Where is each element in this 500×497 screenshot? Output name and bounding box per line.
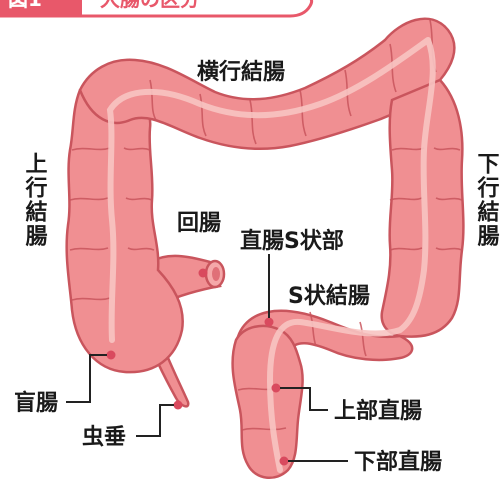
figure-header: 図1 大腸の区分 <box>0 0 312 16</box>
descending-colon-label: 下行結腸 <box>474 152 500 248</box>
upper-rectum-pointer-dot <box>272 384 281 393</box>
ascending-colon-label: 上行結腸 <box>22 152 49 248</box>
rectosigmoid-pointer-dot <box>265 318 274 327</box>
appendix-leader-line <box>136 405 174 436</box>
lower-rectum-pointer-dot <box>280 457 289 466</box>
cecum-label: 盲腸 <box>14 390 58 416</box>
appendix-label: 虫垂 <box>82 424 126 450</box>
figure-title: 大腸の区分 <box>100 0 200 11</box>
cecum-pointer-dot <box>107 351 116 360</box>
ileum-pointer-dot <box>199 269 208 278</box>
appendix-pointer-dot <box>174 401 183 410</box>
ascending-colon-shape <box>67 85 183 373</box>
rectosigmoid-label: 直腸S状部 <box>240 228 344 254</box>
sigmoid-colon-label: S状結腸 <box>288 283 370 309</box>
upper-rectum-label: 上部直腸 <box>334 398 422 424</box>
transverse-colon-label: 横行結腸 <box>197 59 285 85</box>
rectum-shape <box>233 326 303 478</box>
figure-badge-text: 図1 <box>8 0 42 11</box>
lower-rectum-label: 下部直腸 <box>354 449 442 475</box>
ileum-label: 回腸 <box>177 211 221 236</box>
